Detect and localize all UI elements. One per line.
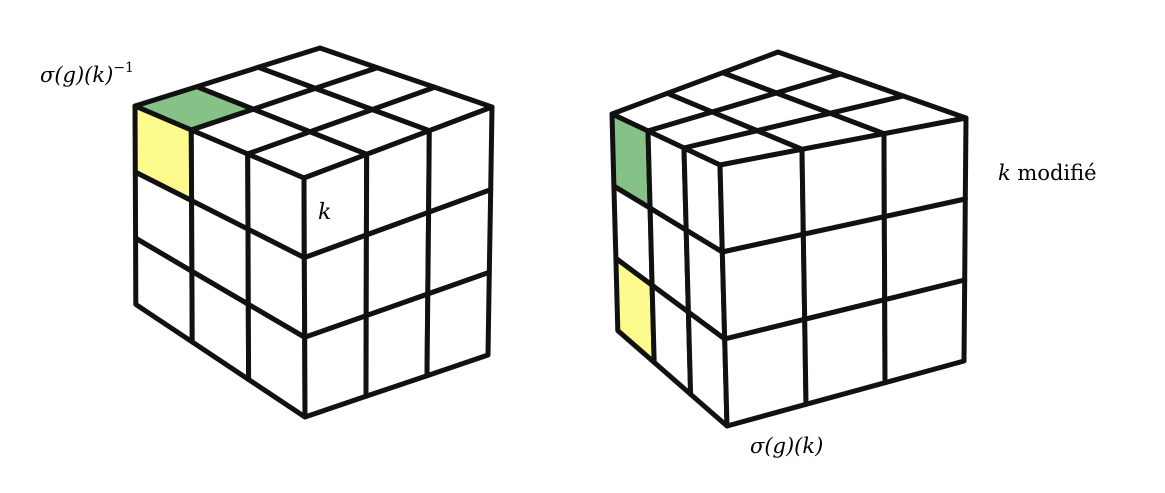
cube-right (609, 49, 969, 429)
cube-right-sticker-right-2-2 (882, 277, 968, 386)
cube-right-sticker-right-2-0 (722, 316, 809, 429)
label-k-modified: k modifié (998, 161, 1097, 185)
label-sigma: σ(g)(k) (750, 434, 823, 458)
label-sigma-inverse-base: σ(g)(k) (40, 63, 113, 87)
cube-right-sticker-right-2-1 (802, 297, 888, 407)
label-sigma-inverse: σ(g)(k)−1 (40, 60, 134, 87)
label-k-modified-text: modifié (1011, 161, 1097, 185)
label-k: k (318, 200, 331, 225)
cube-left-sticker-right-2-2 (424, 269, 492, 379)
label-sigma-inverse-sup: −1 (113, 60, 134, 76)
label-k-modified-var: k (998, 161, 1011, 185)
cube-left (132, 45, 495, 420)
